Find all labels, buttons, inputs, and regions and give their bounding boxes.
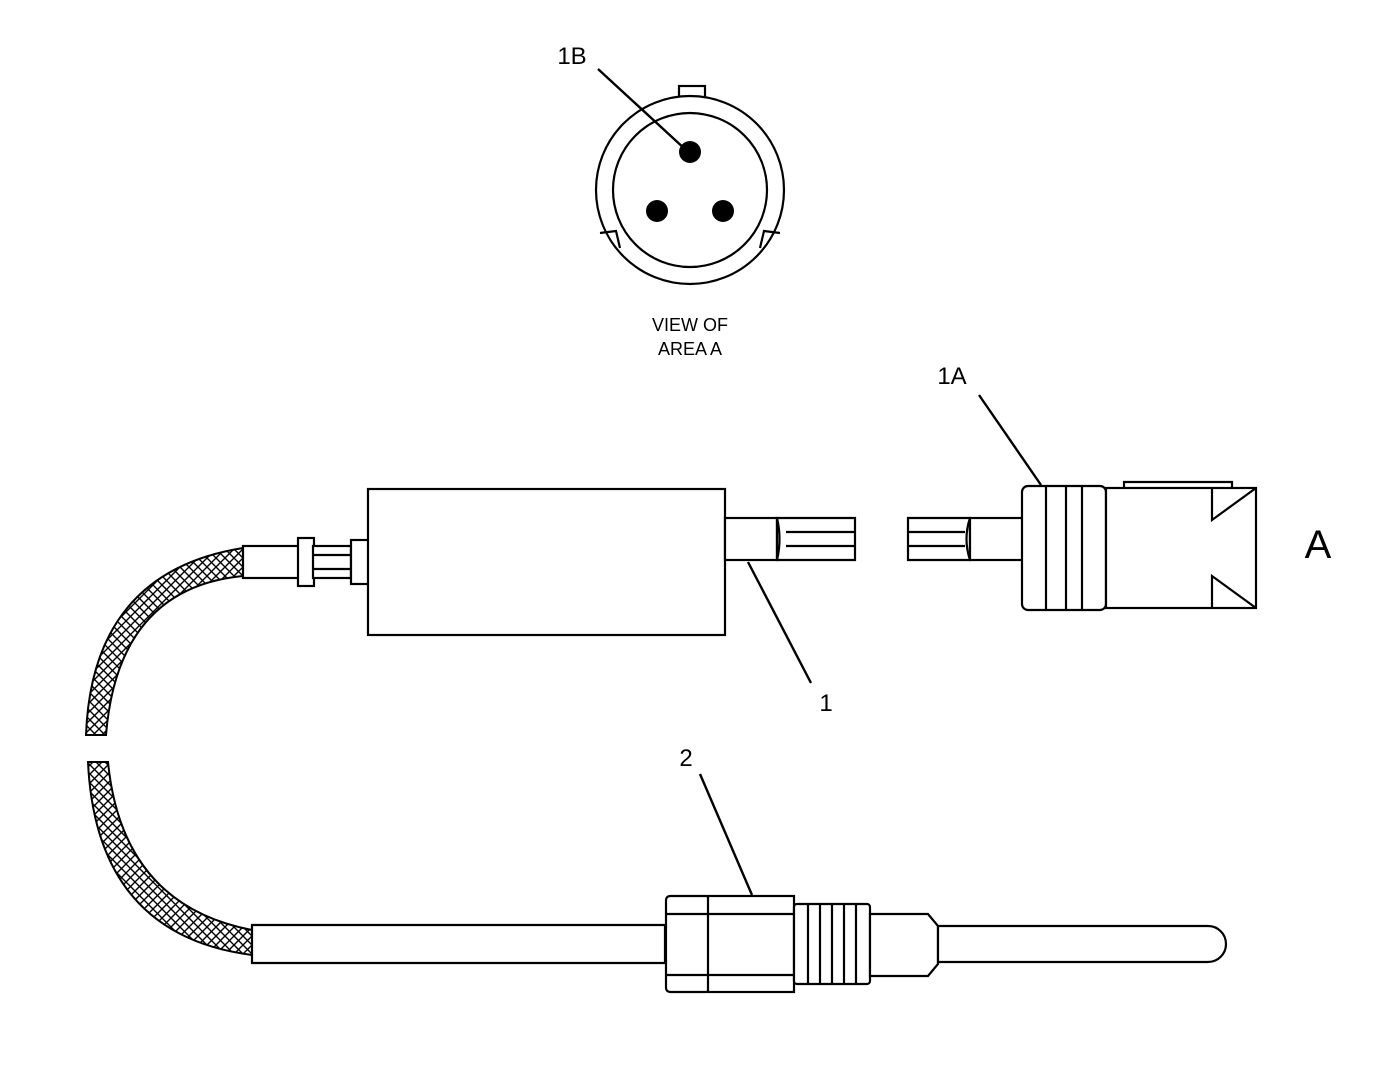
hex-nut-left [664,894,712,994]
plug-latch-top [1210,487,1257,523]
pin-right [712,200,734,222]
sensor-module [241,487,857,637]
probe-shoulder [868,912,940,978]
probe-sheath [250,923,667,965]
fitting-body [311,544,353,580]
callout-1a: 1A [937,363,966,390]
plug-grommet [968,516,1026,562]
plug-body [1104,486,1258,610]
hex-nut-right [706,894,796,994]
callout-2: 2 [679,745,692,772]
pin-left [646,200,668,222]
leader-1b [597,68,687,151]
braided-cable-lower [86,761,253,957]
temperature-probe [250,894,1228,994]
connector-inner-face [611,111,769,269]
fitting-collar [296,536,316,588]
pin-b [679,141,701,163]
wire-bundle-right [906,516,972,562]
connector-end-view [594,84,786,286]
view-caption-line2: AREA A [658,339,722,359]
connector-pins [646,141,734,222]
wire-bundle-bend [775,517,781,561]
leader-1 [746,561,813,684]
callout-1b: 1B [557,43,586,70]
connector-right-notch [758,229,781,249]
connector-left-notch [599,229,622,249]
plug-body-top-lip [1122,480,1234,488]
cable-ferrule [241,544,302,580]
module-housing [366,487,727,637]
leader-2 [698,773,754,896]
plug-coupling-nut [1020,484,1108,612]
plug-latch-bottom [1210,573,1257,609]
wire-grommet [723,516,779,562]
braided-cable [84,546,253,957]
connector-plug [906,480,1258,612]
braided-cable-upper [84,546,244,736]
leader-1a [978,394,1042,486]
connector-outer-ring [594,94,786,286]
probe-tip [936,924,1228,964]
callout-1: 1 [819,690,832,717]
wire-bundle-left [775,516,857,562]
area-label-a: A [1305,523,1332,567]
view-caption-line1: VIEW OF [652,315,728,335]
fitting-shoulder [349,538,371,586]
